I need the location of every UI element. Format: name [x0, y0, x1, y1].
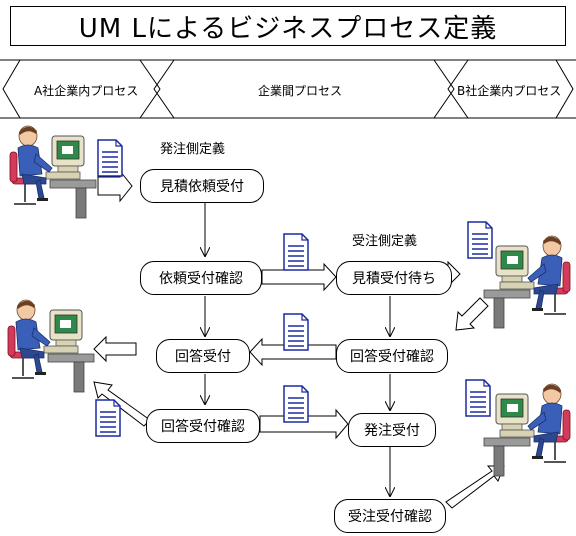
document-icon — [467, 221, 493, 259]
message-arrow-request — [261, 262, 337, 292]
worker-computer-icon — [483, 383, 571, 477]
message-arrow-left-diagonal — [93, 381, 151, 427]
receive-side-label: 受注側定義 — [352, 234, 418, 249]
node-answer-receive: 回答受付 — [156, 339, 250, 373]
node-estimate-request-receive: 見積依頼受付 — [140, 169, 264, 203]
diagram-title-box: UM Lによるビジネスプロセス定義 — [10, 6, 566, 46]
worker-computer-icon — [7, 299, 95, 393]
order-side-label: 発注側定義 — [160, 142, 226, 157]
node-answer-receive-confirm-b: 回答受付確認 — [336, 339, 448, 373]
diagram-title: UM Lによるビジネスプロセス定義 — [78, 13, 498, 44]
lane-divider-right — [433, 59, 455, 119]
document-icon — [95, 399, 121, 437]
lane-divider-left — [139, 59, 161, 119]
node-estimate-receive-wait: 見積受付待ち — [336, 261, 452, 295]
flow-arrows — [205, 202, 390, 496]
worker-computer-icon — [483, 235, 571, 329]
message-arrow-to-left-worker — [93, 335, 137, 363]
message-arrow-answer — [249, 337, 337, 367]
swimlane-header — [0, 59, 576, 119]
lane-label-inter-company: 企業間プロセス — [258, 84, 343, 98]
document-icon — [97, 139, 123, 177]
document-icon — [283, 233, 309, 271]
message-arrows — [93, 169, 505, 509]
node-request-receive-confirm: 依頼受付確認 — [140, 261, 262, 295]
message-arrow-confirm — [259, 408, 349, 440]
node-order-receive: 発注受付 — [348, 413, 436, 447]
node-order-receipt-confirm: 受注受付確認 — [334, 499, 446, 533]
document-icon — [465, 379, 491, 417]
document-icon — [283, 385, 309, 423]
node-answer-receive-confirm-a: 回答受付確認 — [146, 409, 260, 443]
document-icon — [283, 313, 309, 351]
worker-computer-icon — [9, 125, 97, 219]
message-arrow-b-out — [455, 297, 489, 331]
lane-label-a-company: A社企業内プロセス — [34, 84, 139, 98]
lane-label-b-company: B社企業内プロセス — [457, 84, 562, 98]
